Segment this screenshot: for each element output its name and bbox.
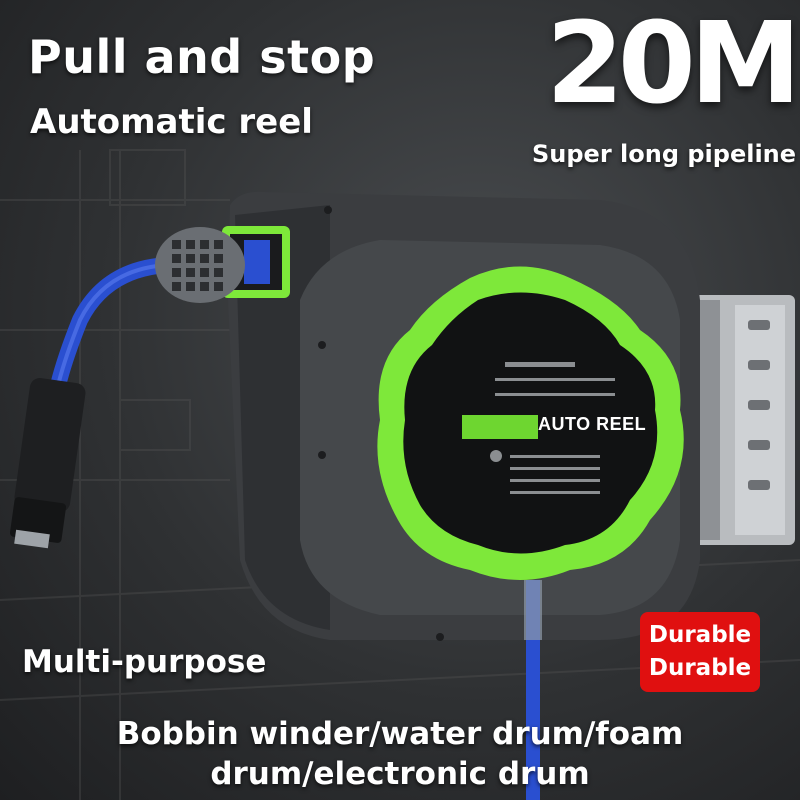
badge-line1: Durable	[648, 622, 752, 648]
quick-connector	[9, 378, 86, 549]
headline-line1: Pull and stop	[28, 30, 376, 84]
headline-line2: Automatic reel	[30, 102, 313, 142]
durable-badge: Durable Durable	[640, 612, 760, 692]
reel-cover	[377, 266, 684, 580]
blue-hose	[47, 256, 198, 408]
uses-description: Bobbin winder/water drum/foam drum/elect…	[116, 716, 684, 792]
bottom-hose	[524, 580, 542, 800]
length-value: 20M	[546, 0, 800, 129]
spring-guard	[155, 227, 245, 303]
wall-bracket	[690, 295, 795, 545]
uses-heading: Multi-purpose	[22, 644, 267, 680]
product-label: AUTO REEL	[538, 414, 647, 434]
length-caption: Super long pipeline	[532, 140, 797, 168]
badge-line2: Durable	[648, 655, 752, 681]
